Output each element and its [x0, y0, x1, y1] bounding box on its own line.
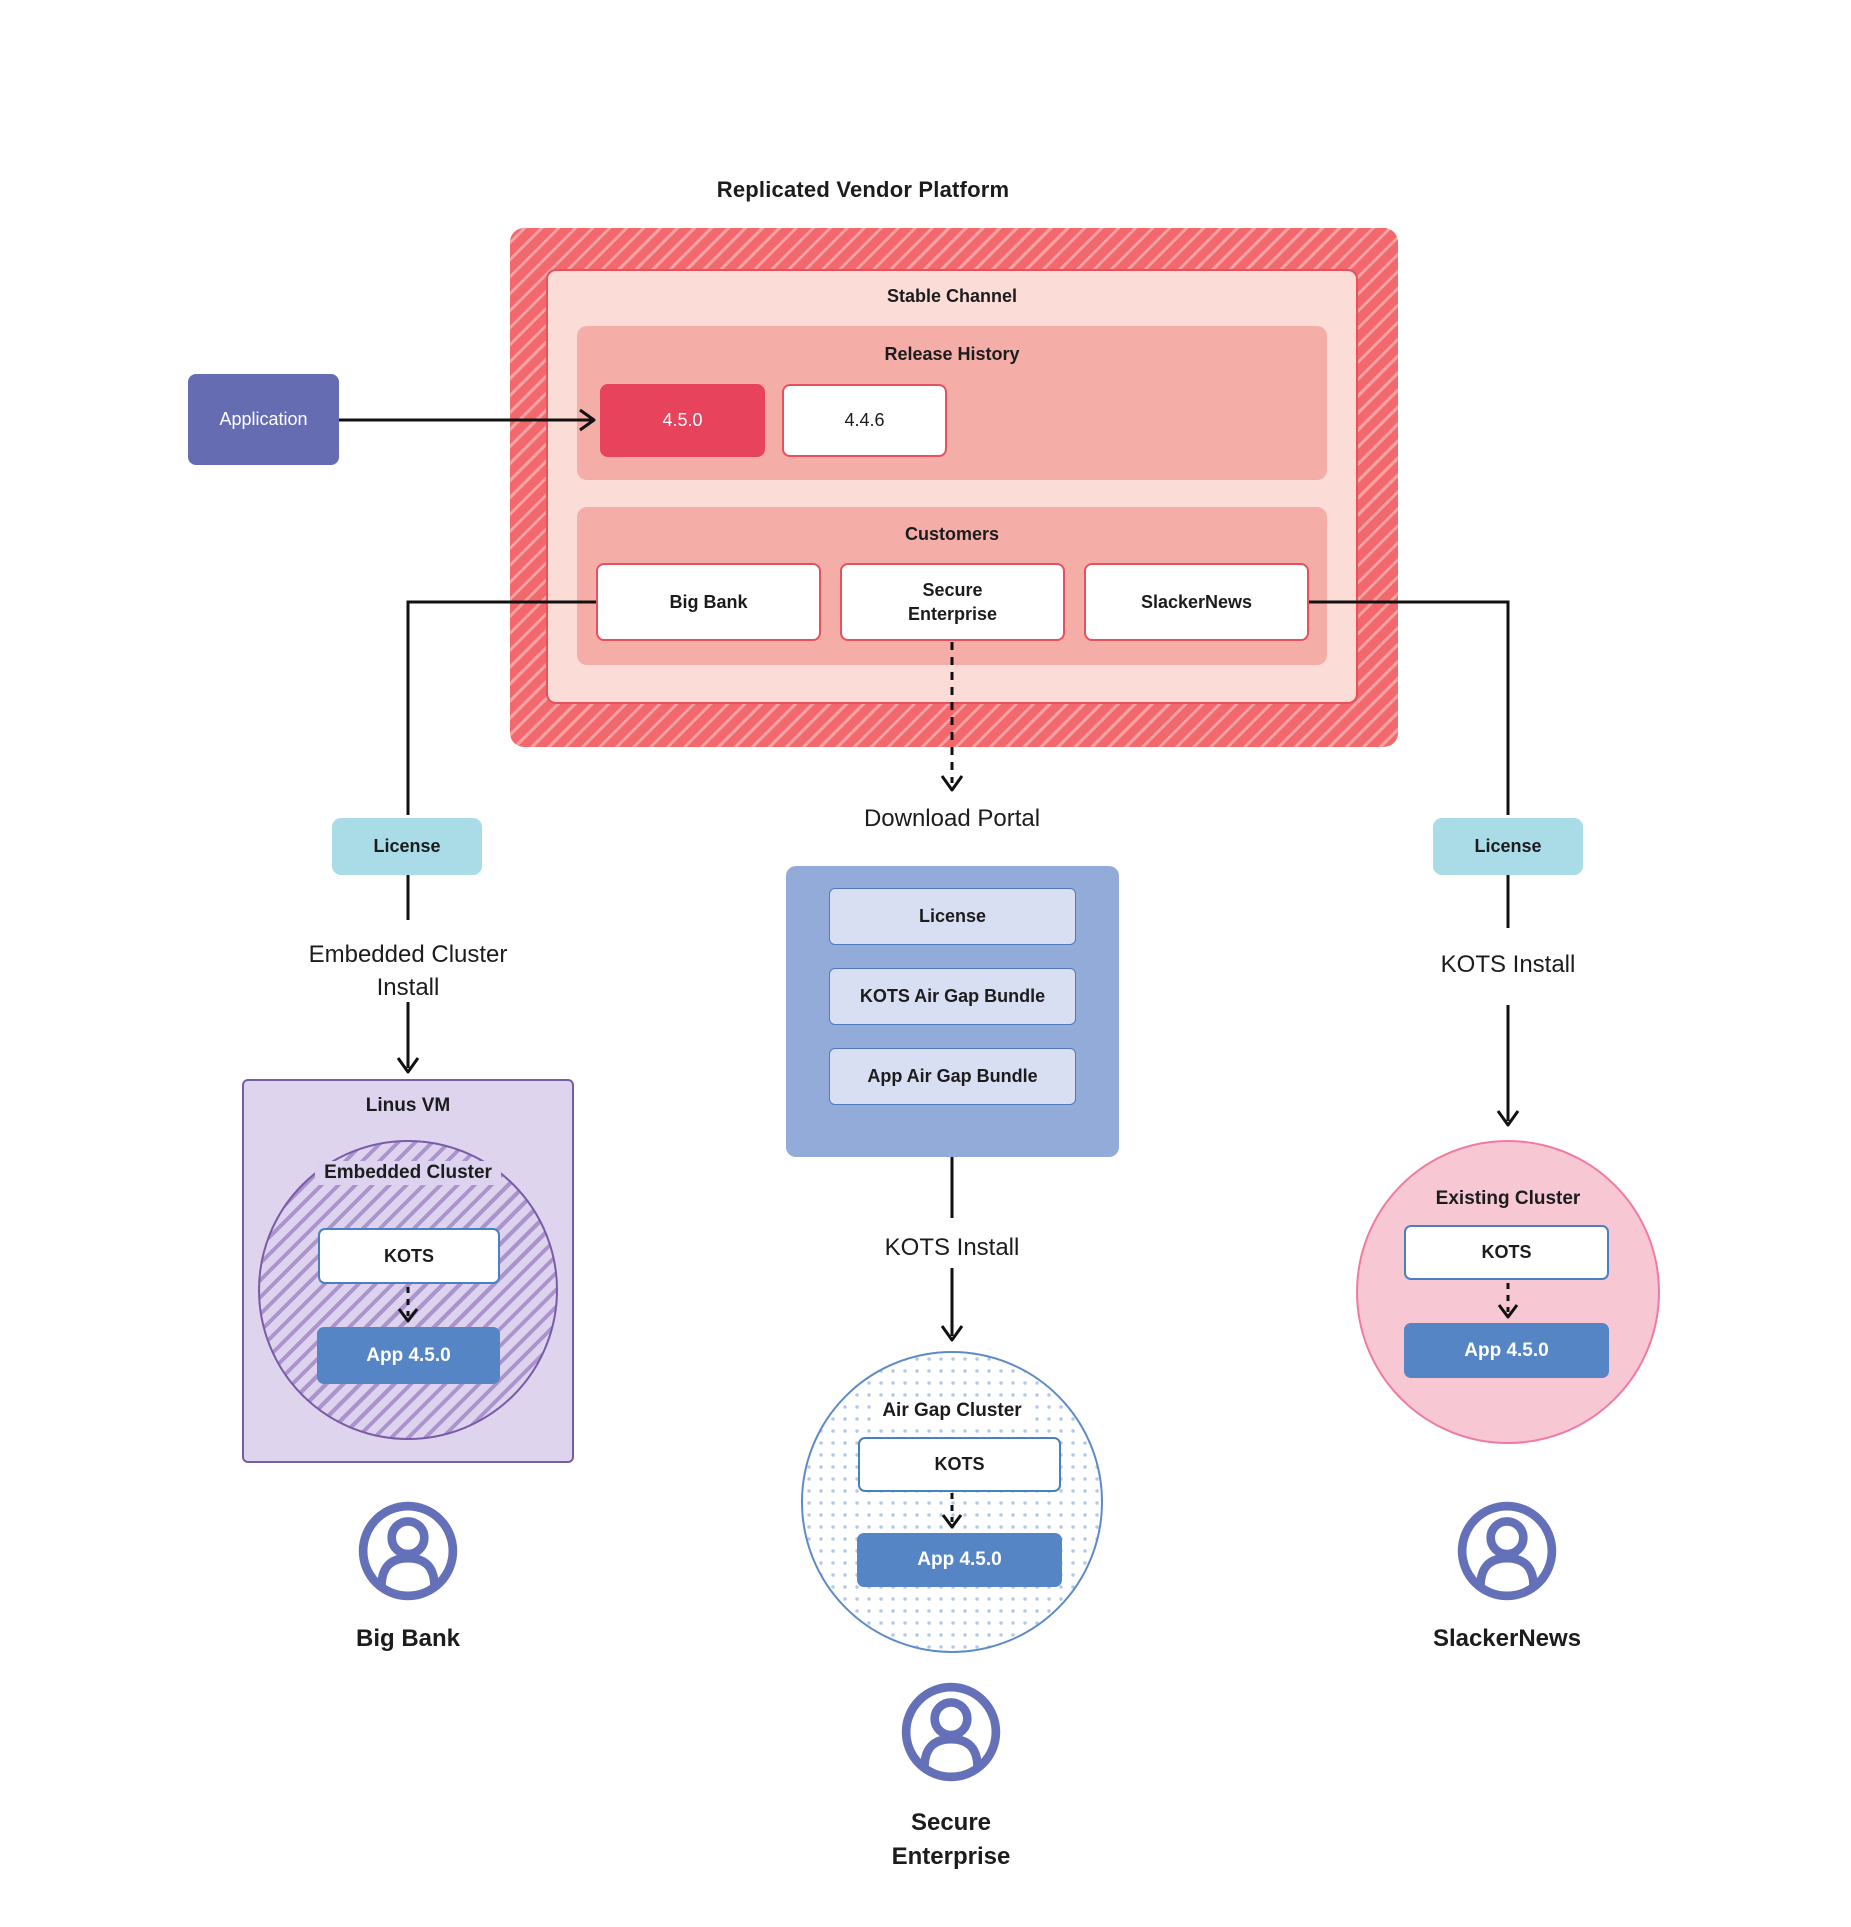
- release-history-label: Release History: [884, 343, 1020, 364]
- embedded-cluster-label-wrap: Embedded Cluster: [258, 1160, 558, 1186]
- download-portal-title: Download Portal: [863, 804, 1041, 832]
- app-box-left: App 4.5.0: [317, 1327, 500, 1384]
- secure-enterprise-user-line1: Secure: [910, 1809, 992, 1836]
- existing-cluster-label: Existing Cluster: [1435, 1188, 1581, 1209]
- app-box-right: App 4.5.0: [1404, 1323, 1609, 1378]
- linus-vm-label: Linus VM: [365, 1095, 451, 1116]
- air-gap-cluster-label: Air Gap Cluster: [873, 1399, 1031, 1423]
- arrowhead-linus-vm: [396, 1057, 420, 1074]
- kots-box-left: KOTS: [318, 1228, 500, 1284]
- air-gap-cluster-label-wrap: Air Gap Cluster: [801, 1398, 1103, 1424]
- kots-install-label-center: KOTS Install: [884, 1233, 1020, 1261]
- customer-big-bank: Big Bank: [596, 563, 821, 641]
- release-current: 4.5.0: [600, 384, 765, 457]
- customer-slackernews: SlackerNews: [1084, 563, 1309, 641]
- arrowhead-portal: [940, 775, 964, 792]
- license-box-left: License: [332, 818, 482, 875]
- big-bank-user-icon: [357, 1500, 459, 1602]
- kots-box-right: KOTS: [1404, 1225, 1609, 1280]
- embedded-cluster-install-line2: Install: [376, 974, 440, 1001]
- slackernews-user-label: SlackerNews: [1432, 1625, 1582, 1652]
- existing-cluster-label-wrap: Existing Cluster: [1356, 1186, 1660, 1212]
- stable-channel-label: Stable Channel: [886, 285, 1018, 306]
- page-title: Replicated Vendor Platform: [716, 177, 1010, 202]
- slackernews-user-icon: [1456, 1500, 1558, 1602]
- application-box: Application: [188, 374, 339, 465]
- license-box-right: License: [1433, 818, 1583, 875]
- secure-enterprise-user-icon: [900, 1681, 1002, 1783]
- customer-big-bank-label: Big Bank: [669, 592, 748, 612]
- embedded-cluster-circle: [258, 1140, 558, 1440]
- embedded-cluster-label: Embedded Cluster: [315, 1161, 501, 1185]
- secure-enterprise-user-line2: Enterprise: [891, 1843, 1011, 1870]
- customer-slackernews-label: SlackerNews: [1140, 592, 1253, 612]
- big-bank-user-label: Big Bank: [355, 1625, 460, 1652]
- embedded-cluster-install-line1: Embedded Cluster: [308, 941, 508, 968]
- customers-label: Customers: [904, 523, 1000, 544]
- release-previous: 4.4.6: [782, 384, 947, 457]
- portal-item-kots-airgap-bundle: KOTS Air Gap Bundle: [829, 968, 1076, 1025]
- air-gap-cluster-circle: [801, 1351, 1103, 1653]
- customer-secure-enterprise-label: Secure Enterprise: [907, 580, 998, 624]
- portal-item-app-airgap-bundle: App Air Gap Bundle: [829, 1048, 1076, 1105]
- arrowhead-airgap-cluster: [940, 1325, 964, 1342]
- app-box-center: App 4.5.0: [857, 1533, 1062, 1587]
- kots-install-label-right: KOTS Install: [1440, 950, 1576, 978]
- arrowhead-existing-cluster: [1496, 1110, 1520, 1127]
- embedded-cluster-install-label: Embedded Cluster Install: [288, 936, 528, 1006]
- customer-secure-enterprise: Secure Enterprise: [840, 563, 1065, 641]
- portal-item-license: License: [829, 888, 1076, 945]
- kots-box-center: KOTS: [858, 1437, 1061, 1492]
- secure-enterprise-user-label: Secure Enterprise: [851, 1806, 1051, 1874]
